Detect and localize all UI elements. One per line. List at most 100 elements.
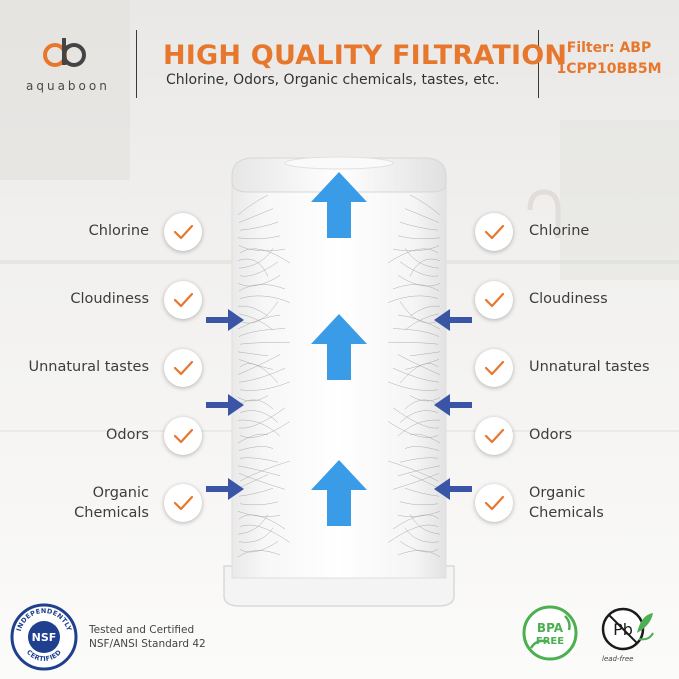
feature-right-unnatural-tastes: Unnatural tastes	[529, 359, 650, 375]
lead-free-badge: Pb	[601, 607, 654, 651]
check-badge-left-chlorine	[164, 213, 202, 251]
filter-fiber	[392, 473, 440, 490]
nsf-mark: NSF	[32, 631, 57, 644]
filter-fiber	[239, 295, 291, 303]
filter-fiber	[392, 514, 440, 530]
check-icon	[484, 495, 505, 511]
filter-fiber	[404, 208, 440, 223]
filter-fiber	[387, 341, 439, 345]
filter-model: 1CPP10BB5M	[556, 61, 662, 77]
check-icon	[484, 292, 505, 308]
check-badge-right-cloudiness	[475, 281, 513, 319]
filter-fiber	[392, 245, 440, 251]
filter-fiber	[238, 284, 286, 292]
filter-fiber	[397, 511, 441, 517]
filter-fiber	[238, 399, 274, 410]
filter-fiber	[387, 248, 439, 264]
filter-fiber	[239, 363, 279, 384]
filter-fiber	[392, 407, 440, 429]
filter-fiber	[238, 473, 286, 490]
feature-right-cloudiness: Cloudiness	[529, 291, 608, 307]
nsf-certified-badge: NSF INDEPENDENTLY CERTIFIED	[10, 603, 78, 671]
filter-fiber	[237, 511, 281, 517]
filter-fiber	[237, 550, 281, 558]
filter-fiber	[239, 541, 279, 553]
check-icon	[173, 495, 194, 511]
filter-fiber	[238, 359, 274, 370]
filter-fiber	[409, 258, 441, 277]
filter-fiber	[409, 395, 441, 402]
lead-free-caption: lead-free	[602, 655, 634, 663]
leaf-icon	[637, 613, 653, 633]
filter-fiber	[237, 258, 269, 277]
filter-fiber	[397, 465, 441, 477]
filter-fiber	[239, 221, 279, 231]
filter-fiber	[404, 313, 440, 330]
check-icon	[484, 360, 505, 376]
filter-fiber	[397, 235, 441, 240]
filter-label: Filter: ABP	[566, 40, 652, 56]
check-icon	[173, 360, 194, 376]
filter-fiber	[404, 248, 440, 269]
arrow-up-icon	[311, 314, 367, 380]
filter-fiber	[237, 235, 281, 240]
arrow-left-icon	[434, 478, 472, 500]
filter-fiber	[239, 460, 291, 482]
filter-fiber	[409, 305, 441, 317]
filter-fiber	[237, 275, 281, 287]
bpa-free-badge: BPA FREE	[522, 605, 578, 661]
feature-right-chlorine: Chlorine	[529, 223, 590, 239]
filter-fiber	[239, 421, 291, 438]
feature-left-chlorine: Chlorine	[88, 223, 149, 239]
check-badge-right-odors	[475, 417, 513, 455]
check-icon	[484, 224, 505, 240]
filter-fiber	[237, 433, 269, 444]
filter-fiber	[387, 295, 439, 303]
filter-fiber	[238, 245, 286, 251]
filter-fiber	[237, 465, 281, 477]
check-badge-right-unnatural-tastes	[475, 349, 513, 387]
filter-fiber	[399, 410, 439, 423]
filter-fiber	[387, 381, 439, 391]
arrow-left-icon	[434, 394, 472, 416]
filter-fiber	[387, 421, 439, 438]
feature-left-odors: Odors	[105, 427, 149, 443]
filter-fiber	[409, 194, 441, 216]
filter-fiber	[409, 433, 441, 444]
filter-fiber	[409, 351, 441, 357]
aquaboon-logo	[43, 38, 86, 67]
filter-fiber	[238, 446, 274, 451]
arrow-left-icon	[434, 309, 472, 331]
feature-left-cloudiness: Cloudiness	[70, 291, 149, 307]
filter-fiber	[399, 301, 439, 324]
feature-left-unnatural-tastes: Unnatural tastes	[28, 359, 149, 375]
filter-fiber	[399, 541, 439, 553]
check-badge-right-chlorine	[475, 213, 513, 251]
filter-fiber	[404, 399, 440, 410]
filter-fiber	[404, 527, 440, 543]
filter-fiber	[399, 363, 439, 384]
bpa-text: BPA	[537, 621, 564, 635]
filter-fiber	[239, 457, 279, 463]
check-badge-left-cloudiness	[164, 281, 202, 319]
filter-fiber	[237, 395, 269, 402]
filter-fiber	[238, 313, 274, 330]
filter-fiber	[238, 407, 286, 429]
check-badge-right-organic-chemicals	[475, 484, 513, 522]
arrow-right-icon	[206, 394, 244, 416]
feature-right-odors: Odors	[529, 427, 573, 443]
arrow-right-icon	[206, 309, 244, 331]
filter-fiber	[392, 367, 440, 383]
filter-fiber	[397, 314, 441, 330]
filter-fiber	[239, 261, 279, 277]
filter-fiber	[399, 221, 439, 231]
filter-fiber	[239, 501, 279, 506]
filter-fiber	[397, 550, 441, 558]
check-icon	[173, 292, 194, 308]
filter-fiber	[397, 275, 441, 287]
check-icon	[173, 428, 194, 444]
filter-fiber	[239, 381, 291, 391]
filter-fiber	[392, 328, 440, 337]
